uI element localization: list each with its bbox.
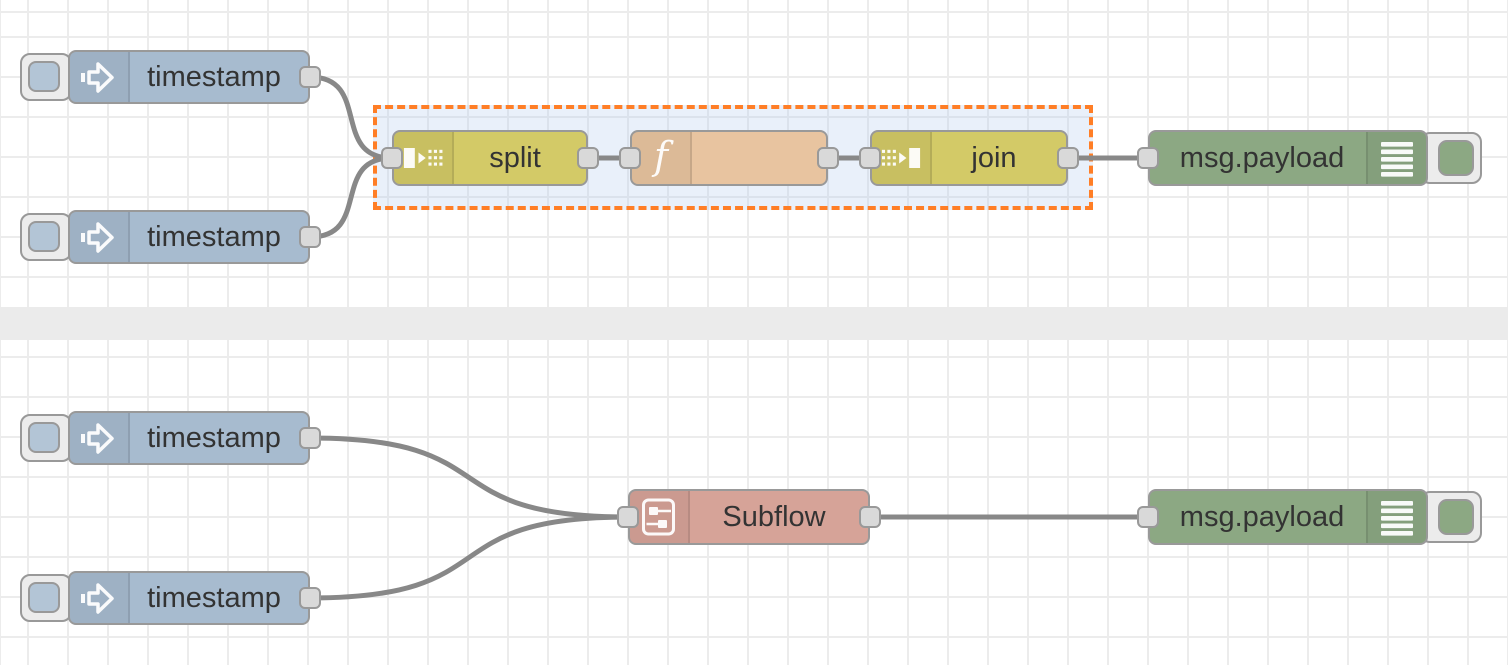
wire[interactable] <box>307 514 631 601</box>
join-icon <box>881 138 921 178</box>
inject-node-2[interactable]: timestamp <box>68 210 310 264</box>
node-icon-area <box>1366 132 1426 184</box>
output-port[interactable] <box>859 506 881 528</box>
wire[interactable] <box>307 74 395 161</box>
section-divider <box>0 307 1508 340</box>
node-label: timestamp <box>147 421 281 454</box>
debug-list-icon <box>1377 138 1417 178</box>
subflow-node[interactable]: Subflow <box>628 489 870 545</box>
node-label: Subflow <box>722 500 826 533</box>
function-icon: f <box>641 138 681 178</box>
function-node[interactable]: f <box>630 130 828 186</box>
output-port[interactable] <box>817 147 839 169</box>
node-label <box>690 132 818 184</box>
output-port[interactable] <box>299 587 321 609</box>
node-label: join <box>971 141 1017 174</box>
node-label: timestamp <box>147 220 281 253</box>
input-port[interactable] <box>617 506 639 528</box>
node-icon-area <box>630 491 690 543</box>
output-port[interactable] <box>299 66 321 88</box>
inject-arrow-icon <box>79 57 119 97</box>
input-port[interactable] <box>619 147 641 169</box>
node-label: msg.payload <box>1179 141 1345 174</box>
wire[interactable] <box>307 155 395 240</box>
output-port[interactable] <box>1057 147 1079 169</box>
input-port[interactable] <box>1137 506 1159 528</box>
inject-button[interactable] <box>28 61 60 92</box>
debug-node-1[interactable]: msg.payload <box>1148 130 1428 186</box>
join-node[interactable]: join <box>870 130 1068 186</box>
inject-button[interactable] <box>28 582 60 613</box>
node-label: msg.payload <box>1179 500 1345 533</box>
input-port[interactable] <box>859 147 881 169</box>
node-icon-area <box>70 52 130 102</box>
node-icon-area <box>1366 491 1426 543</box>
node-icon-area <box>394 132 454 184</box>
inject-button[interactable] <box>28 422 60 453</box>
node-icon-area <box>70 413 130 463</box>
split-node[interactable]: split <box>392 130 588 186</box>
output-port[interactable] <box>299 427 321 449</box>
inject-arrow-icon <box>79 217 119 257</box>
node-label: split <box>489 141 541 174</box>
node-icon-area <box>872 132 932 184</box>
node-icon-area <box>70 212 130 262</box>
node-label: timestamp <box>147 60 281 93</box>
output-port[interactable] <box>299 226 321 248</box>
node-label: timestamp <box>147 581 281 614</box>
inject-arrow-icon <box>79 418 119 458</box>
wire[interactable] <box>307 435 631 520</box>
debug-node-2[interactable]: msg.payload <box>1148 489 1428 545</box>
inject-arrow-icon <box>79 578 119 618</box>
inject-button[interactable] <box>28 221 60 252</box>
node-icon-area <box>70 573 130 623</box>
svg-text:f: f <box>651 138 674 178</box>
input-port[interactable] <box>381 147 403 169</box>
subflow-icon <box>639 497 679 537</box>
input-port[interactable] <box>1137 147 1159 169</box>
debug-toggle-button[interactable] <box>1438 140 1474 176</box>
node-icon-area: f <box>632 132 692 184</box>
debug-list-icon <box>1377 497 1417 537</box>
debug-toggle-button[interactable] <box>1438 499 1474 535</box>
inject-node-4[interactable]: timestamp <box>68 571 310 625</box>
inject-node-1[interactable]: timestamp <box>68 50 310 104</box>
split-icon <box>403 138 443 178</box>
inject-node-3[interactable]: timestamp <box>68 411 310 465</box>
output-port[interactable] <box>577 147 599 169</box>
